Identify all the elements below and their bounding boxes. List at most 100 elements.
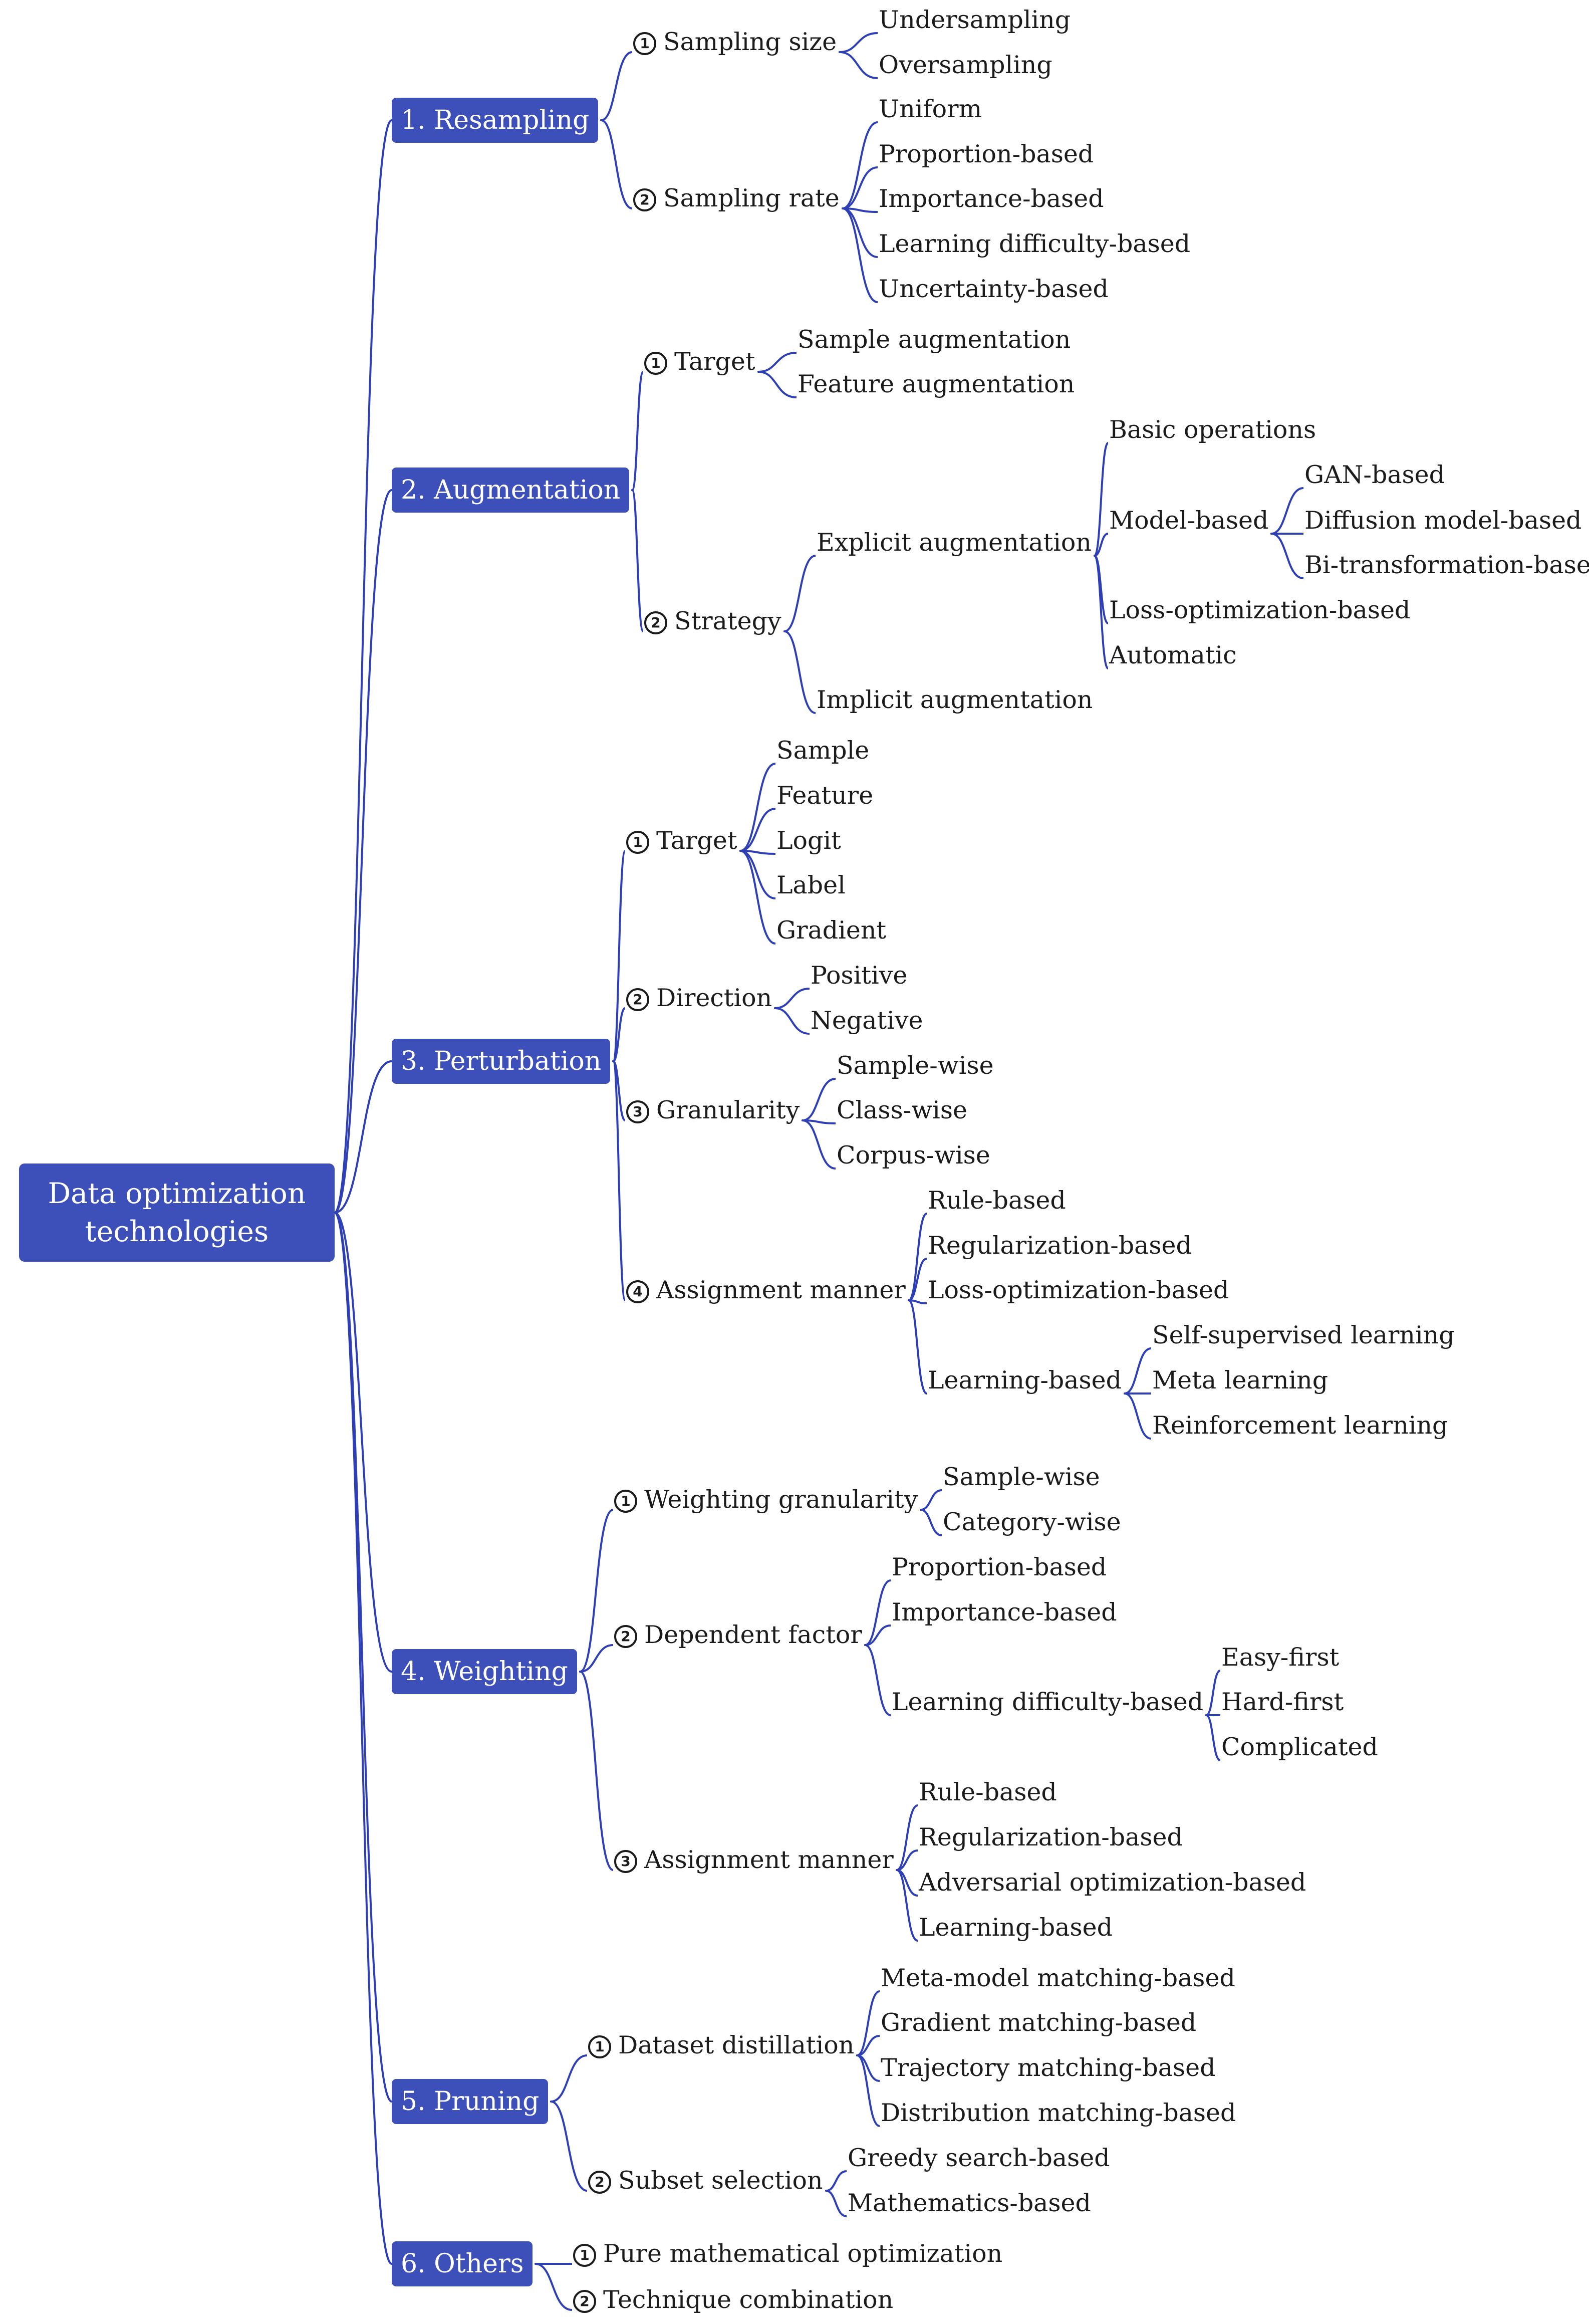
connector-w1b xyxy=(920,1509,943,1536)
node-learning-difficulty-based: Learning difficulty-based xyxy=(891,1688,1204,1716)
leaf-corpus-wise: Corpus-wise xyxy=(836,1141,990,1170)
connector-p2a xyxy=(774,988,811,1009)
circled-number-icon: 2 xyxy=(626,988,649,1011)
branch-label: Assignment manner xyxy=(644,1845,894,1874)
circled-number-icon: 2 xyxy=(633,188,656,211)
connector-t1 xyxy=(334,119,393,1214)
node-explicit-augmentation: Explicit augmentation xyxy=(816,528,1092,557)
topic-resampling: 1. Resampling xyxy=(392,98,599,143)
connector-p2 xyxy=(612,1007,626,1062)
circled-number-icon: 1 xyxy=(633,32,656,55)
connector-p4d xyxy=(908,1299,928,1395)
branch-weighting-granularity: 1 Weighting granularity xyxy=(613,1486,918,1514)
leaf-gradient: Gradient xyxy=(775,916,887,945)
connector-a2i xyxy=(783,630,817,714)
leaf-loss-optimization-based: Loss-optimization-based xyxy=(927,1276,1229,1304)
connector-a1a xyxy=(757,352,798,373)
leaf-easy-first: Easy-first xyxy=(1220,1643,1340,1672)
connector-w2c1 xyxy=(1205,1670,1221,1716)
connector-q1c xyxy=(856,2054,881,2082)
connector-r2b xyxy=(842,166,879,209)
branch-label: Assignment manner xyxy=(656,1276,906,1304)
connector-q1b xyxy=(856,2035,881,2056)
leaf-automatic: Automatic xyxy=(1108,641,1237,669)
circled-number-icon: 3 xyxy=(614,1850,637,1873)
leaf-feature-augmentation: Feature augmentation xyxy=(797,370,1075,398)
leaf-w-importance-based: Importance-based xyxy=(891,1598,1117,1626)
circled-number-icon: 1 xyxy=(588,2035,611,2058)
connector-p1b xyxy=(739,808,776,852)
connector-a2e2 xyxy=(1094,533,1109,557)
leaf-class-wise: Class-wise xyxy=(836,1096,967,1124)
leaf-importance-based: Importance-based xyxy=(878,184,1104,213)
leaf-positive: Positive xyxy=(810,961,908,990)
connector-o2 xyxy=(535,2263,573,2311)
circled-number-icon: 2 xyxy=(573,2290,596,2313)
leaf-feature: Feature xyxy=(775,781,874,810)
connector-p1c xyxy=(739,850,776,855)
leaf-distribution-matching-based: Distribution matching-based xyxy=(880,2099,1236,2127)
connector-p4b xyxy=(908,1258,928,1301)
connector-w2 xyxy=(579,1644,614,1673)
leaf-w-proportion-based: Proportion-based xyxy=(891,1553,1107,1581)
leaf-bi-transformation-based: Bi-transformation-based xyxy=(1303,551,1589,579)
connector-a2 xyxy=(631,489,644,632)
connector-p4 xyxy=(612,1060,626,1301)
connector-w2c xyxy=(864,1644,892,1716)
circled-number-icon: 4 xyxy=(626,1280,649,1303)
connector-p4d3 xyxy=(1124,1392,1152,1440)
connector-p1d xyxy=(739,850,776,899)
connector-w1a xyxy=(920,1489,943,1511)
connector-p3b xyxy=(802,1119,837,1124)
connector-p2b xyxy=(774,1007,811,1035)
connector-r1a xyxy=(839,32,879,53)
connector-q1 xyxy=(550,2054,588,2103)
connector-q2 xyxy=(550,2101,588,2192)
circled-number-icon: 3 xyxy=(626,1100,649,1123)
branch-sampling-size: 1 Sampling size xyxy=(632,28,837,56)
leaf-w-regularization-based: Regularization-based xyxy=(918,1823,1183,1851)
leaf-aug-loss-optimization-based: Loss-optimization-based xyxy=(1108,596,1411,624)
leaf-implicit-augmentation: Implicit augmentation xyxy=(816,685,1093,714)
leaf-mathematics-based: Mathematics-based xyxy=(847,2189,1091,2217)
leaf-gradient-matching-based: Gradient matching-based xyxy=(880,2008,1197,2037)
leaf-diffusion-model-based: Diffusion model-based xyxy=(1303,506,1582,535)
leaf-basic-operations: Basic operations xyxy=(1108,415,1316,444)
circled-number-icon: 2 xyxy=(614,1625,637,1648)
connector-r2 xyxy=(600,119,633,209)
branch-label: Dataset distillation xyxy=(618,2031,855,2059)
circled-number-icon: 1 xyxy=(626,831,649,854)
circled-number-icon: 2 xyxy=(644,611,667,634)
connector-w3 xyxy=(579,1671,614,1871)
branch-label: Weighting granularity xyxy=(644,1485,918,1514)
leaf-w-learning-based: Learning-based xyxy=(918,1913,1113,1942)
leaf-gan-based: GAN-based xyxy=(1303,460,1445,489)
connector-a2e3 xyxy=(1094,555,1109,624)
connector-a2e4 xyxy=(1094,555,1109,669)
leaf-label: Label xyxy=(775,871,846,899)
connector-r2e xyxy=(842,207,879,303)
branch-label: Sampling size xyxy=(663,28,837,56)
connector-t4 xyxy=(334,1212,393,1673)
connector-a2e xyxy=(783,555,817,632)
leaf-uniform: Uniform xyxy=(878,95,982,123)
connector-p4c xyxy=(908,1299,928,1304)
connector-p4d1 xyxy=(1124,1347,1152,1395)
root-title-line: technologies xyxy=(85,1215,269,1248)
circled-number-icon: 1 xyxy=(614,1490,637,1513)
connector-p1 xyxy=(612,850,626,1062)
branch-label: Target xyxy=(674,347,755,376)
branch-label: Target xyxy=(656,826,737,855)
connector-w3c xyxy=(896,1869,919,1897)
leaf-proportion-based: Proportion-based xyxy=(878,140,1094,168)
leaf-self-supervised-learning: Self-supervised learning xyxy=(1151,1321,1455,1349)
connector-w3b xyxy=(896,1849,919,1871)
leaf-category-wise: Category-wise xyxy=(942,1508,1121,1536)
